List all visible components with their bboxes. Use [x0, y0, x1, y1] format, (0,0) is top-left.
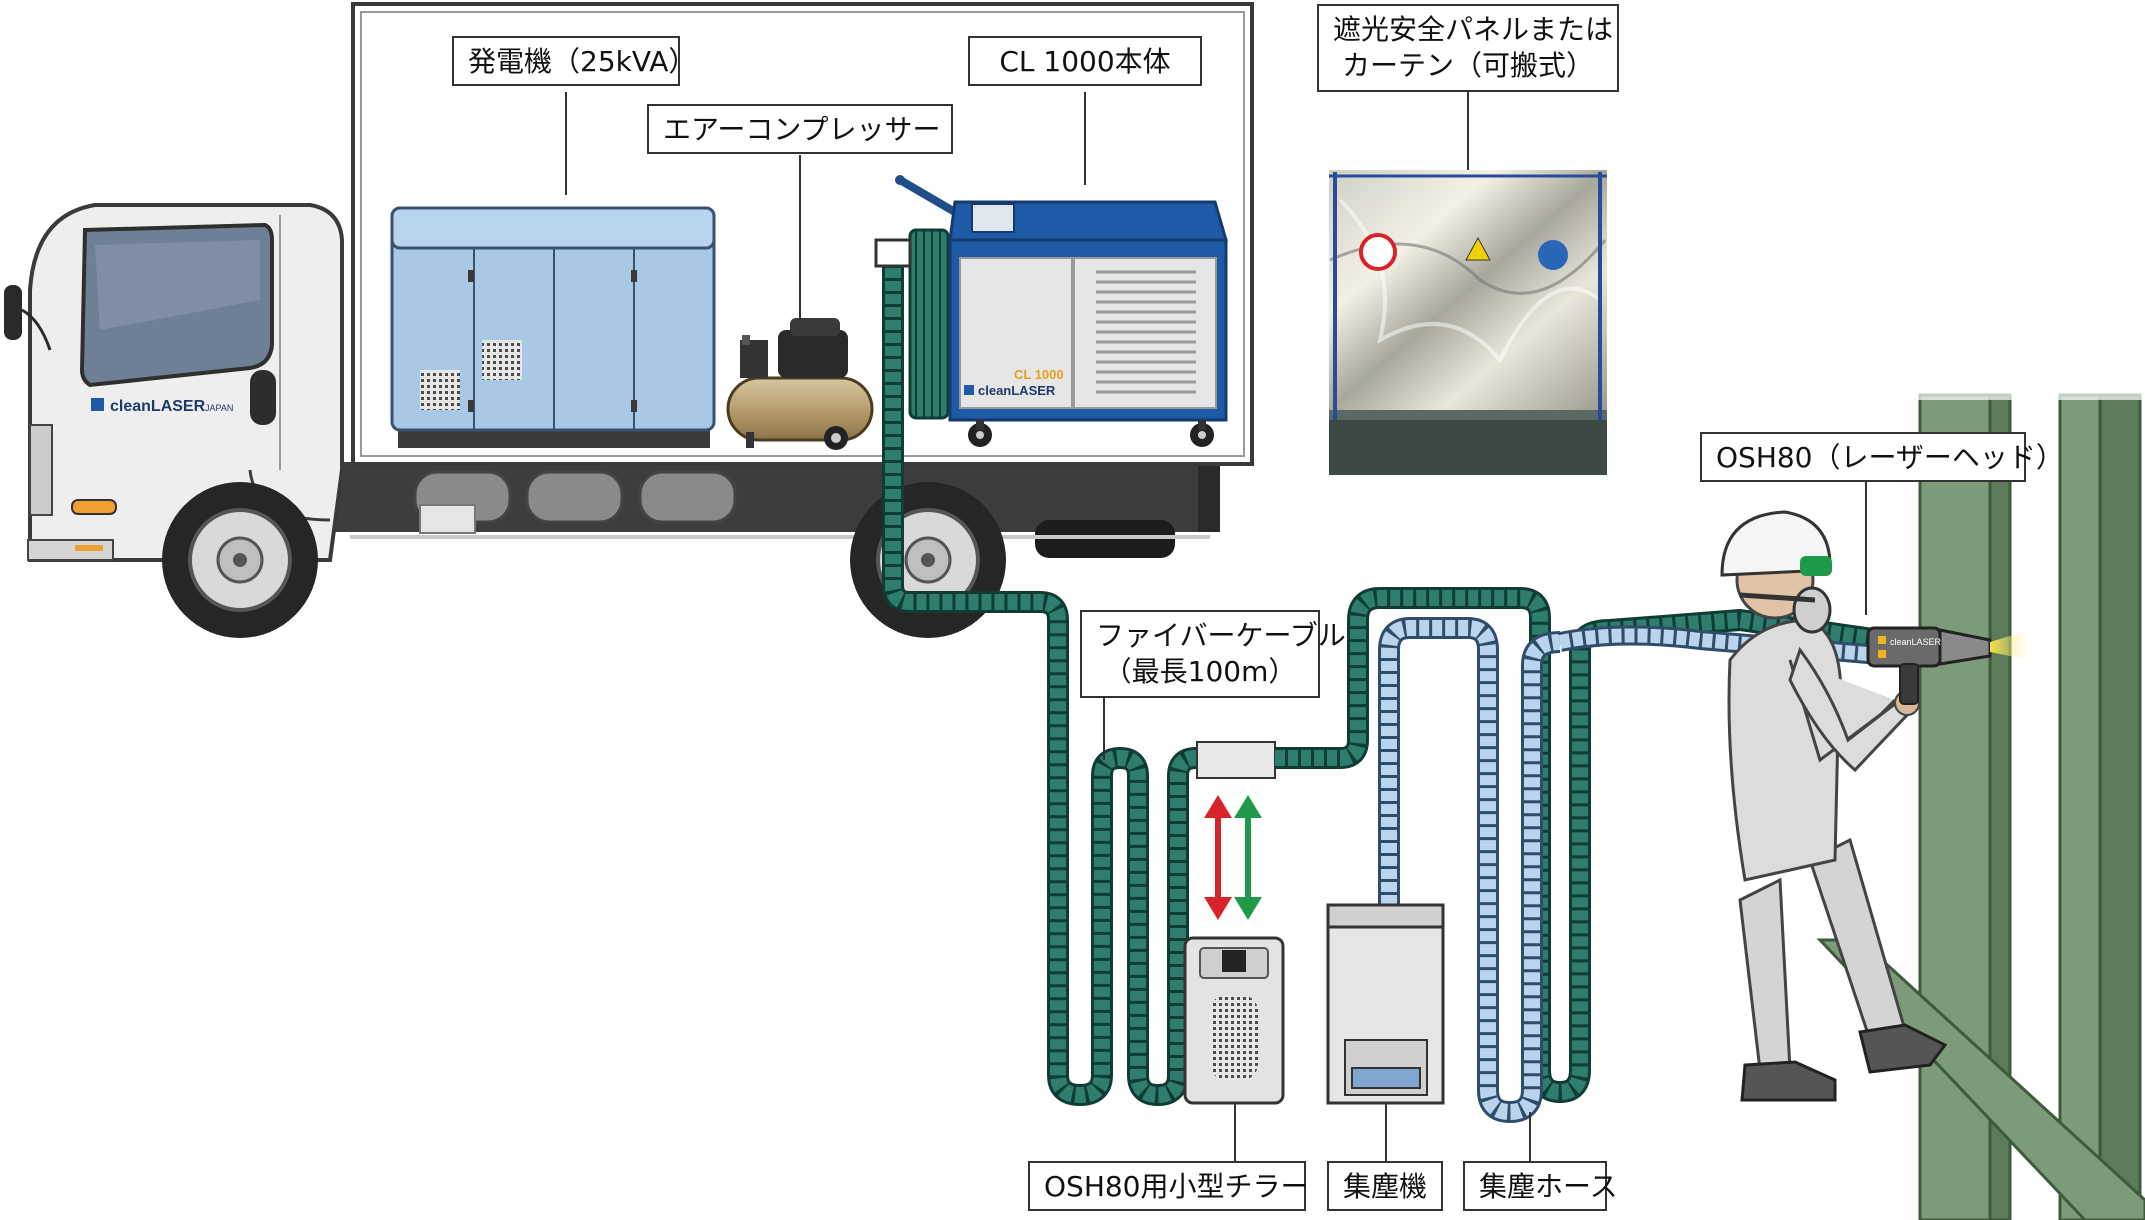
cl1000-model-text: CL 1000 [1014, 367, 1064, 382]
side-mirror [4, 285, 22, 340]
label-shield-panel-line1: 遮光安全パネルまたは [1333, 12, 1603, 48]
generator [392, 208, 714, 448]
cl1000-logo-text: cleanLASER [978, 383, 1056, 398]
tool-box [640, 472, 735, 522]
cab-door-handle [250, 370, 276, 425]
dust-collector [1328, 905, 1443, 1103]
label-cl1000: CL 1000本体 [968, 36, 1202, 86]
battery-box [527, 472, 622, 522]
label-chiller: OSH80用小型チラー [1028, 1161, 1306, 1211]
fiber-connector [1197, 742, 1275, 778]
chiller [1185, 938, 1283, 1103]
rear-wheel [850, 482, 1006, 638]
label-shield-panel: 遮光安全パネルまたは カーテン（可搬式） [1317, 4, 1619, 92]
left-boot [1742, 1062, 1835, 1100]
label-dust-hose: 集塵ホース [1463, 1161, 1607, 1211]
no-entry-sign-icon [1361, 235, 1395, 269]
label-dust-collector: 集塵機 [1327, 1161, 1443, 1211]
mandatory-sign-icon [1538, 240, 1568, 270]
respirator [1794, 588, 1830, 632]
label-fiber-cable-line1: ファイバーケーブル [1096, 618, 1304, 654]
headlight [72, 500, 116, 514]
cable-inlet-box [876, 240, 910, 266]
truck-logo-text: cleanLASER [110, 398, 206, 415]
truck-logo-suffix: JAPAN [205, 403, 233, 413]
coolant-arrows [1204, 795, 1262, 920]
cl1000-logo-mark [964, 385, 974, 395]
laser-head-brand-text: cleanLASER [1890, 637, 1942, 647]
label-fiber-cable-line2: （最長100m） [1096, 654, 1304, 690]
steel-frame [1820, 380, 2145, 1220]
label-generator: 発電機（25kVA） [452, 36, 680, 86]
label-fiber-cable: ファイバーケーブル （最長100m） [1080, 610, 1320, 698]
label-shield-panel-line2: カーテン（可搬式） [1333, 48, 1603, 84]
label-air-compressor: エアーコンプレッサー [647, 104, 953, 154]
truck-logo-mark [91, 398, 104, 411]
label-laser-head: OSH80（レーザーヘッド） [1700, 432, 2026, 482]
front-wheel [162, 482, 318, 638]
shield-panel-photo [1329, 170, 1607, 475]
